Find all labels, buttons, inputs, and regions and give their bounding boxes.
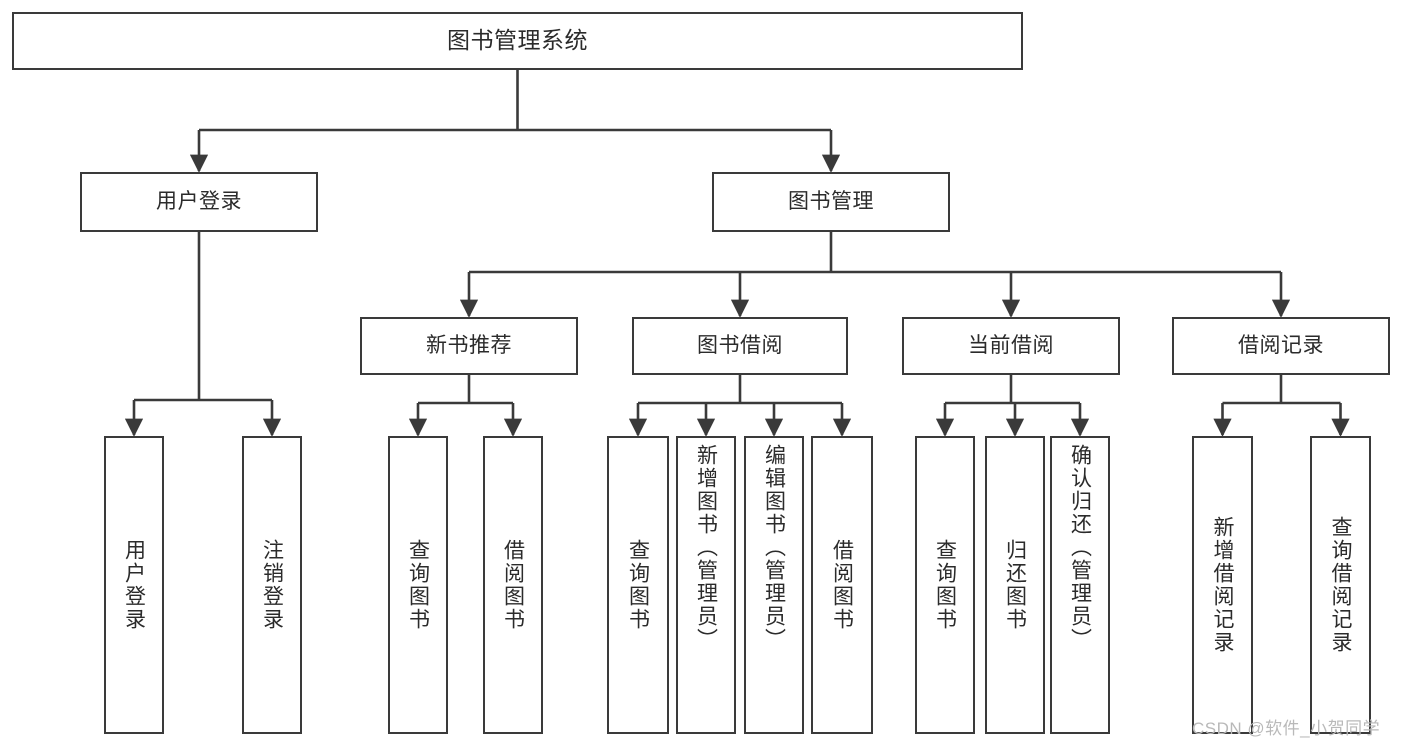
node-label-leaf-logout: 注销登录 xyxy=(260,539,284,631)
node-label-book-borrow: 图书借阅 xyxy=(697,334,783,358)
node-borrow-record[interactable]: 借阅记录 xyxy=(1172,317,1390,375)
node-label-leaf-return-book: 归还图书 xyxy=(1003,539,1027,631)
node-leaf-edit-book-admin[interactable]: 编辑图书（管理员） xyxy=(744,436,804,734)
node-label-leaf-query-book-1: 查询图书 xyxy=(406,539,430,631)
node-book-borrow[interactable]: 图书借阅 xyxy=(632,317,848,375)
node-label-leaf-user-login: 用户登录 xyxy=(122,539,146,631)
node-label-leaf-edit-book-admin: 编辑图书（管理员） xyxy=(762,444,786,651)
node-root[interactable]: 图书管理系统 xyxy=(12,12,1023,70)
node-leaf-borrow-book-2[interactable]: 借阅图书 xyxy=(811,436,873,734)
node-leaf-query-borrow-record[interactable]: 查询借阅记录 xyxy=(1310,436,1371,734)
node-label-book-manage: 图书管理 xyxy=(788,190,874,214)
node-user-login[interactable]: 用户登录 xyxy=(80,172,318,232)
node-leaf-add-borrow-record[interactable]: 新增借阅记录 xyxy=(1192,436,1253,734)
node-label-user-login: 用户登录 xyxy=(156,190,242,214)
node-leaf-query-book-3[interactable]: 查询图书 xyxy=(915,436,975,734)
node-leaf-query-book-1[interactable]: 查询图书 xyxy=(388,436,448,734)
node-label-new-book-recommend: 新书推荐 xyxy=(426,334,512,358)
node-new-book-recommend[interactable]: 新书推荐 xyxy=(360,317,578,375)
node-leaf-borrow-book-1[interactable]: 借阅图书 xyxy=(483,436,543,734)
node-label-leaf-borrow-book-2: 借阅图书 xyxy=(830,539,854,631)
node-label-leaf-add-borrow-record: 新增借阅记录 xyxy=(1211,516,1234,654)
node-label-borrow-record: 借阅记录 xyxy=(1238,334,1324,358)
node-leaf-return-book[interactable]: 归还图书 xyxy=(985,436,1045,734)
csdn-watermark: CSDN @软件_小贺同学 xyxy=(1192,719,1381,738)
node-leaf-confirm-return-admin[interactable]: 确认归还（管理员） xyxy=(1050,436,1110,734)
node-label-leaf-add-book-admin: 新增图书（管理员） xyxy=(694,444,718,651)
node-label-leaf-query-book-3: 查询图书 xyxy=(933,539,957,631)
node-label-leaf-borrow-book-1: 借阅图书 xyxy=(501,539,525,631)
node-label-leaf-query-borrow-record: 查询借阅记录 xyxy=(1329,516,1352,654)
node-leaf-query-book-2[interactable]: 查询图书 xyxy=(607,436,669,734)
node-current-borrow[interactable]: 当前借阅 xyxy=(902,317,1120,375)
node-label-current-borrow: 当前借阅 xyxy=(968,334,1054,358)
node-leaf-logout[interactable]: 注销登录 xyxy=(242,436,302,734)
node-label-leaf-confirm-return-admin: 确认归还（管理员） xyxy=(1068,444,1092,651)
node-leaf-user-login[interactable]: 用户登录 xyxy=(104,436,164,734)
node-label-root: 图书管理系统 xyxy=(447,27,588,54)
node-label-leaf-query-book-2: 查询图书 xyxy=(626,539,650,631)
node-leaf-add-book-admin[interactable]: 新增图书（管理员） xyxy=(676,436,736,734)
node-book-manage[interactable]: 图书管理 xyxy=(712,172,950,232)
